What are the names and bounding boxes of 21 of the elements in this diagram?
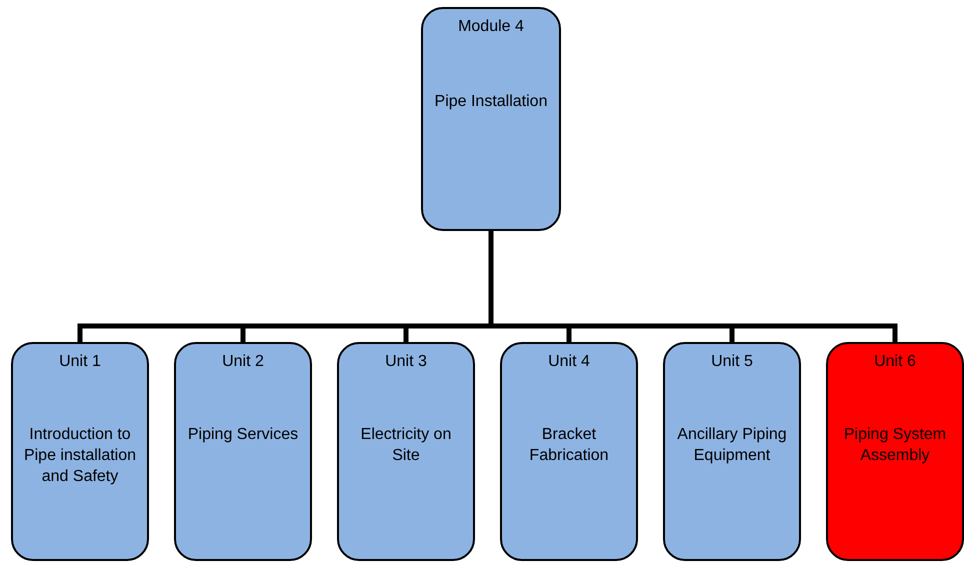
box-heading: Module 4 <box>457 17 525 37</box>
box-title: Ancillary Piping Equipment <box>676 425 788 466</box>
unit-box <box>826 342 964 561</box>
box-heading: Unit 2 <box>221 352 265 372</box>
unit-box <box>174 342 312 561</box>
box-title: Introduction to Pipe installation and Safety <box>22 425 138 487</box>
unit-box <box>11 342 149 561</box>
box-title: Piping System Assembly <box>842 425 948 466</box>
box-heading: Unit 4 <box>547 352 591 372</box>
box-heading: Unit 1 <box>58 352 102 372</box>
unit-box <box>337 342 475 561</box>
box-title: Bracket Fabrication <box>528 425 610 466</box>
module-box <box>421 7 561 231</box>
box-heading: Unit 5 <box>710 352 754 372</box>
box-heading: Unit 6 <box>873 352 917 372</box>
box-title: Electricity on Site <box>360 425 452 466</box>
unit-box <box>663 342 801 561</box>
box-heading: Unit 3 <box>384 352 428 372</box>
unit-box <box>500 342 638 561</box>
box-title: Piping Services <box>186 425 300 445</box>
box-title: Pipe Installation <box>434 92 548 112</box>
